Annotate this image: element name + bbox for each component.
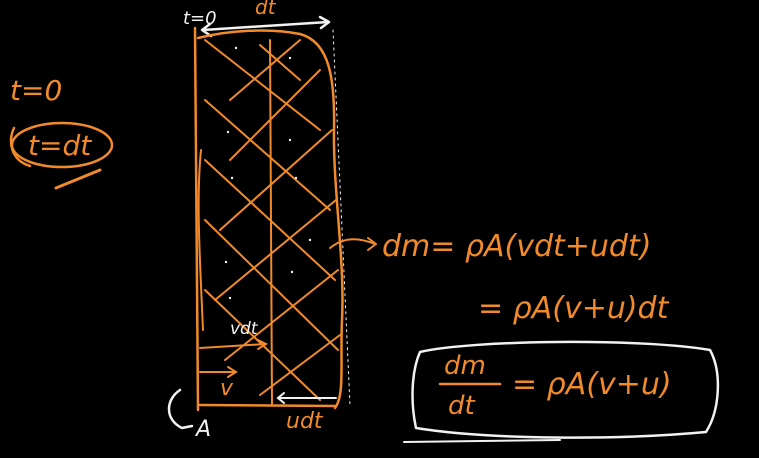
- fraction-denominator: dt: [448, 391, 476, 421]
- equation-line-2: = ρA(v+u)dt: [478, 291, 670, 326]
- area-arrow: [167, 388, 194, 430]
- t0-top-label: t=0: [183, 8, 217, 29]
- underline-stroke: [54, 168, 102, 190]
- vdt-inside-label: vdt: [230, 319, 259, 339]
- udt-arrow: [276, 392, 337, 404]
- velocity-arrows: [199, 339, 269, 378]
- tdt-circled-note: t=dt: [9, 121, 114, 169]
- result-rhs: = ρA(v+u): [512, 367, 672, 402]
- area-a-label: A: [194, 417, 211, 442]
- v-bottom-label: v: [220, 376, 234, 401]
- dt-width-arrow: [200, 15, 331, 38]
- particle-dots: [224, 46, 312, 300]
- udt-bottom-label: udt: [286, 409, 324, 434]
- t0-left-label: t=0: [10, 74, 62, 107]
- result-box: dm dt = ρA(v+u): [403, 340, 720, 443]
- hatching-lines: [204, 39, 341, 401]
- equation-line-1: dm= ρA(vdt+udt): [382, 229, 651, 264]
- fluid-column: [193, 26, 351, 412]
- connector-arrow: [329, 237, 377, 251]
- tdt-left-label: t=dt: [28, 129, 92, 162]
- dt-top-label: dt: [255, 0, 277, 19]
- fraction-numerator: dm: [444, 351, 486, 381]
